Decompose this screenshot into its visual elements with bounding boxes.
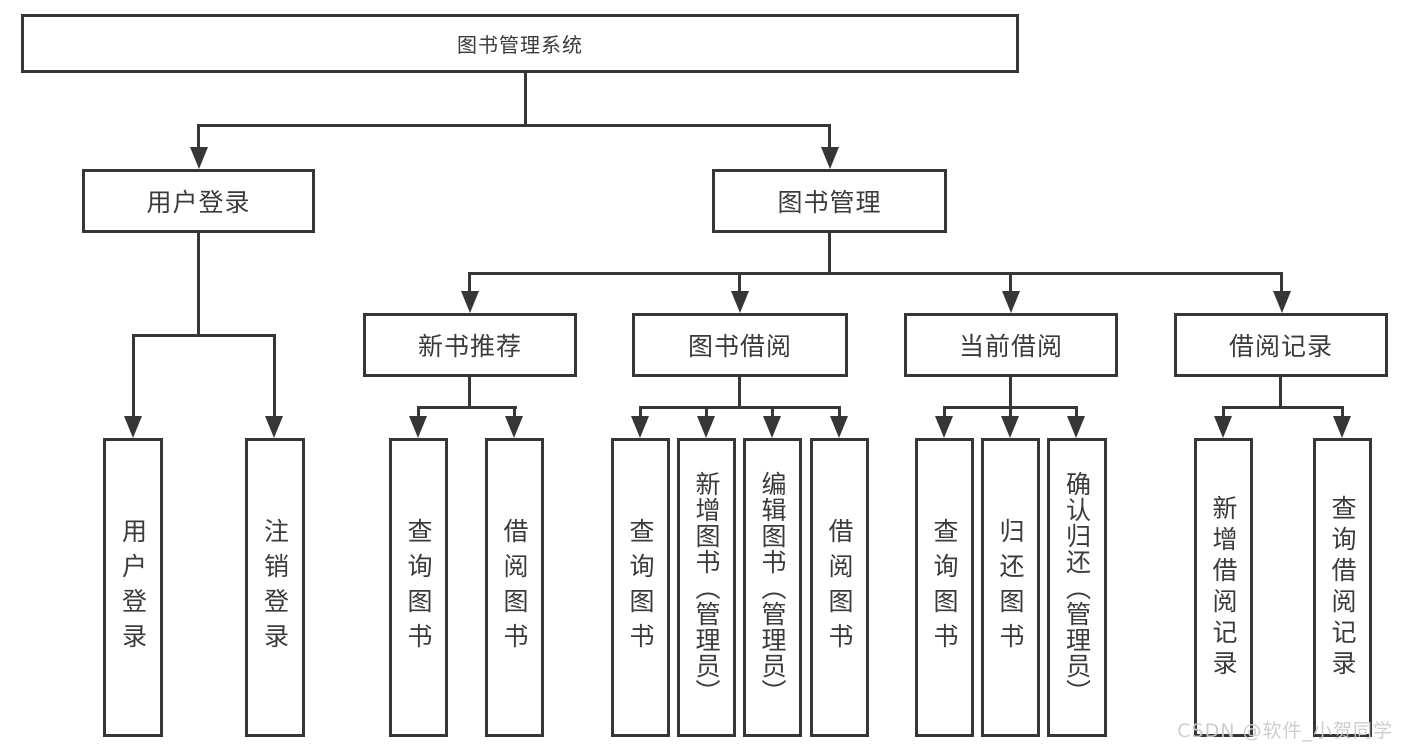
leaf-query-books-borrowing: 查询图书 <box>611 438 670 737</box>
connector-line <box>1075 406 1078 418</box>
connector-line <box>1222 406 1344 409</box>
leaf-borrow-books: 借阅图书 <box>810 438 869 737</box>
arrow-down-icon <box>265 416 283 438</box>
node-label: 新书推荐 <box>417 332 522 361</box>
node-label: 查询借阅记录 <box>1328 494 1357 681</box>
leaf-return-books: 归还图书 <box>981 438 1040 737</box>
connector-line <box>197 232 200 336</box>
leaf-user-login: 用户登录 <box>103 438 163 737</box>
leaf-query-borrow-record: 查询借阅记录 <box>1313 438 1372 737</box>
connector-line <box>197 124 831 127</box>
connector-line <box>828 124 831 148</box>
node-label: 图书管理 <box>777 188 882 217</box>
leaf-borrow-books-recommend: 借阅图书 <box>485 438 544 737</box>
connector-line <box>524 71 527 126</box>
leaf-logout: 注销登录 <box>245 438 305 737</box>
arrow-down-icon <box>461 291 479 313</box>
arrow-down-icon <box>1273 291 1291 313</box>
node-label: 查询图书 <box>404 517 433 658</box>
leaf-query-books-recommend: 查询图书 <box>389 438 448 737</box>
arrow-down-icon <box>821 147 839 169</box>
node-label: 新增借阅记录 <box>1209 494 1238 681</box>
connector-line <box>1279 376 1282 408</box>
leaf-add-books-admin: 新增图书（管理员） <box>677 438 736 737</box>
node-new-book-recommendation: 新书推荐 <box>363 313 577 377</box>
csdn-watermark: CSDN @软件_小贺同学 <box>1177 720 1393 742</box>
leaf-edit-books-admin: 编辑图书（管理员） <box>743 438 802 737</box>
connector-line <box>197 124 200 148</box>
arrow-down-icon <box>409 416 427 438</box>
connector-line <box>132 334 135 418</box>
connector-line <box>468 376 471 408</box>
arrow-down-icon <box>1002 291 1020 313</box>
node-current-borrowing: 当前借阅 <box>904 313 1118 377</box>
node-label: 借阅记录 <box>1228 332 1333 361</box>
leaf-confirm-return-admin: 确认归还（管理员） <box>1047 438 1107 737</box>
connector-line <box>738 376 741 408</box>
connector-line <box>1341 406 1344 418</box>
arrow-down-icon <box>1001 416 1019 438</box>
node-book-borrowing: 图书借阅 <box>632 313 848 377</box>
leaf-add-borrow-record: 新增借阅记录 <box>1194 438 1253 737</box>
node-label: 查询图书 <box>626 517 655 658</box>
connector-line <box>1009 272 1012 292</box>
connector-line <box>943 406 946 418</box>
connector-line <box>738 272 741 292</box>
node-user-login: 用户登录 <box>82 169 315 233</box>
arrow-down-icon <box>763 416 781 438</box>
node-label: 归还图书 <box>996 517 1025 658</box>
connector-line <box>417 406 420 418</box>
node-label: 确认归还（管理员） <box>1062 470 1092 705</box>
connector-line <box>639 406 642 418</box>
connector-line <box>132 334 276 337</box>
arrow-down-icon <box>631 416 649 438</box>
arrow-down-icon <box>505 416 523 438</box>
node-label: 新增图书（管理员） <box>692 470 721 705</box>
connector-line <box>828 231 831 274</box>
connector-line <box>468 272 1283 275</box>
arrow-down-icon <box>124 416 142 438</box>
node-label: 图书管理系统 <box>457 33 583 57</box>
node-label: 借阅图书 <box>500 517 529 658</box>
node-borrowing-records: 借阅记录 <box>1174 313 1388 377</box>
leaf-query-books-current: 查询图书 <box>915 438 974 737</box>
arrow-down-icon <box>935 416 953 438</box>
connector-line <box>1009 406 1012 418</box>
node-label: 用户登录 <box>146 188 251 217</box>
arrow-down-icon <box>1067 416 1085 438</box>
node-label: 当前借阅 <box>958 332 1063 361</box>
node-library-management-system: 图书管理系统 <box>21 14 1019 73</box>
connector-line <box>273 334 276 418</box>
node-book-management: 图书管理 <box>712 169 947 233</box>
arrow-down-icon <box>830 416 848 438</box>
connector-line <box>639 406 841 409</box>
connector-line <box>1009 376 1012 408</box>
arrow-down-icon <box>731 291 749 313</box>
node-label: 用户登录 <box>118 517 148 658</box>
connector-line <box>771 406 774 418</box>
arrow-down-icon <box>190 147 208 169</box>
node-label: 借阅图书 <box>825 517 854 658</box>
connector-line <box>513 406 516 418</box>
connector-line <box>468 272 471 292</box>
node-label: 图书借阅 <box>687 332 792 361</box>
connector-line <box>838 406 841 418</box>
connector-line <box>705 406 708 418</box>
connector-line <box>1280 272 1283 292</box>
connector-line <box>1222 406 1225 418</box>
node-label: 编辑图书（管理员） <box>758 470 787 705</box>
node-label: 注销登录 <box>260 517 290 658</box>
arrow-down-icon <box>1333 416 1351 438</box>
arrow-down-icon <box>1214 416 1232 438</box>
connector-line <box>417 406 517 409</box>
node-label: 查询图书 <box>930 517 959 658</box>
arrow-down-icon <box>697 416 715 438</box>
